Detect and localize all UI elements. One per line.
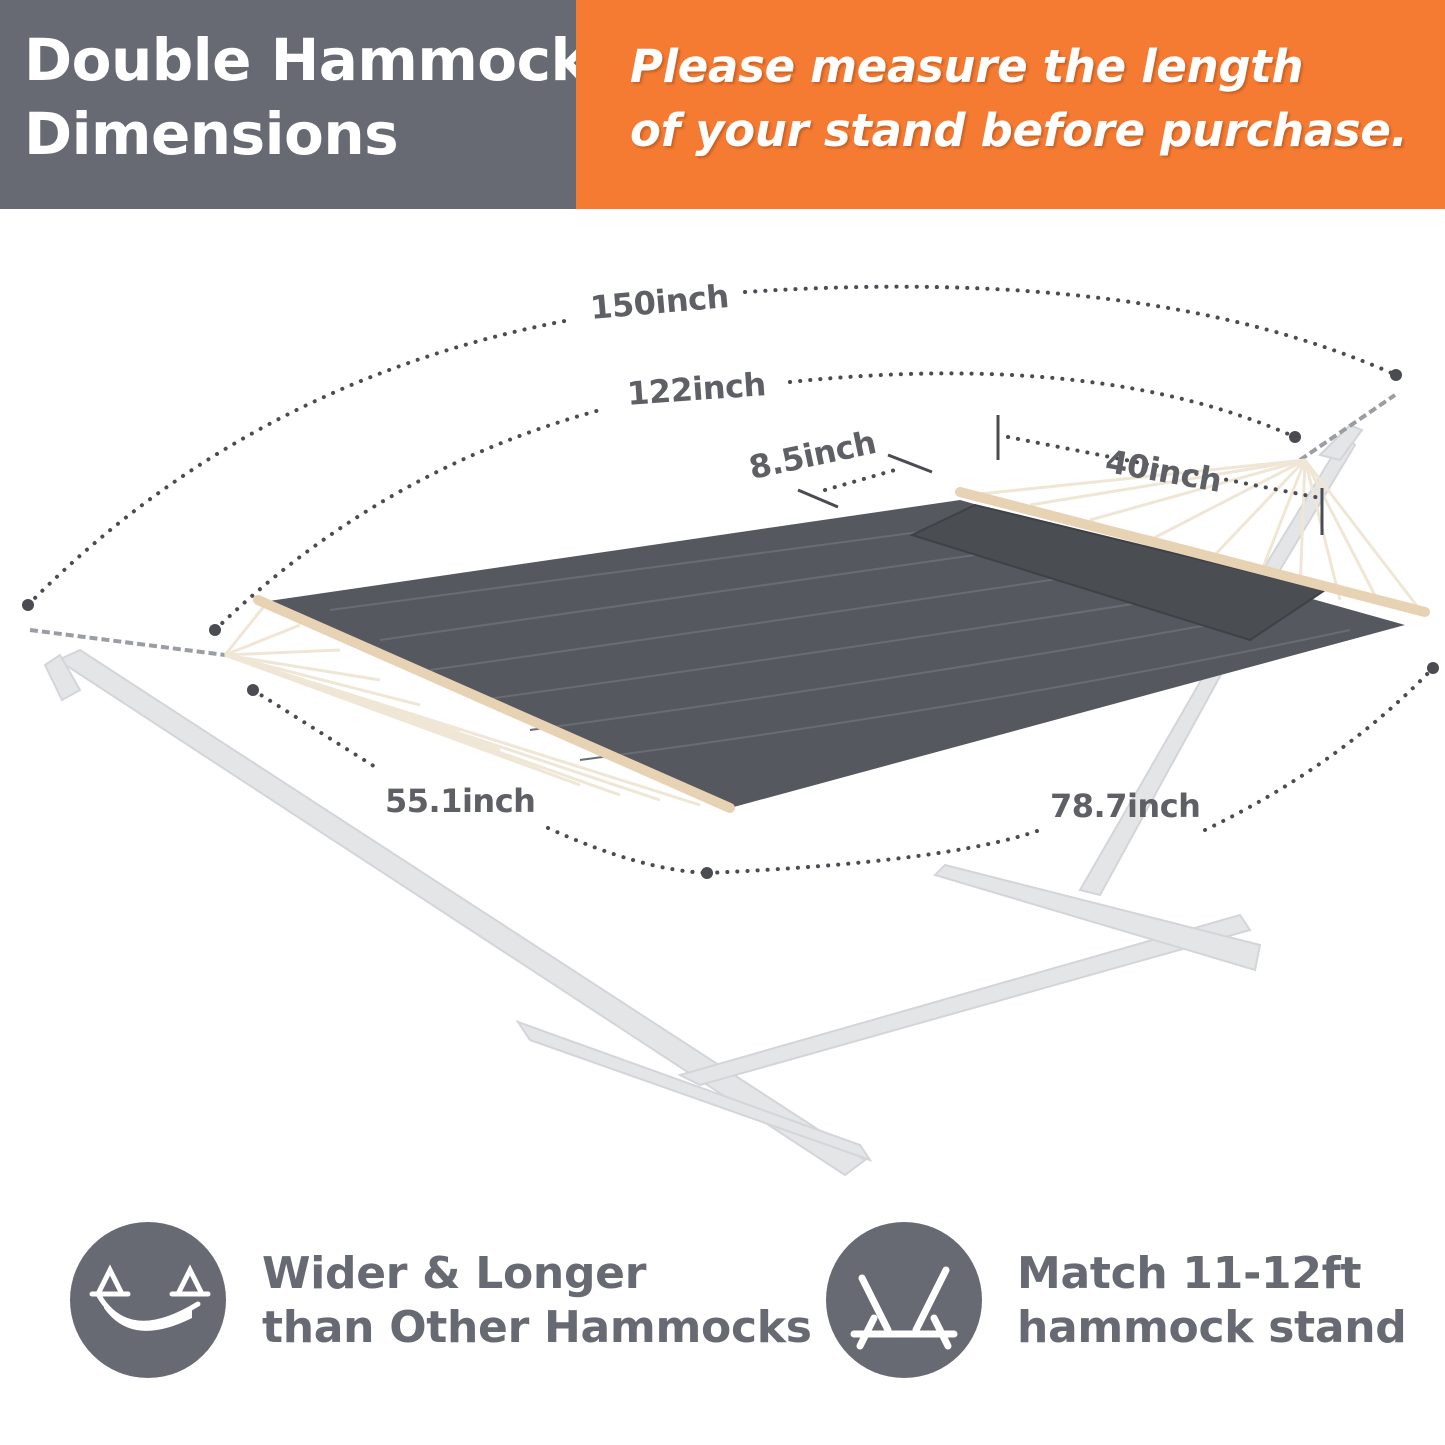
note-line1: Please measure the length <box>630 40 1304 93</box>
feature-wider-line2: than Other Hammocks <box>262 1302 812 1353</box>
dimension-lines <box>26 284 1435 875</box>
header-title-panel: Double Hammock Dimensions <box>0 0 589 209</box>
feature-badge-stand <box>826 1222 982 1378</box>
hammock-illustration <box>22 284 1439 1177</box>
feature-badge-wider <box>70 1222 226 1378</box>
page-title-line1: Double Hammock <box>24 26 589 94</box>
stand-icon <box>850 1266 958 1350</box>
dimension-ticks <box>797 415 1324 535</box>
note-line2: of your stand before purchase. <box>630 104 1408 157</box>
hammock-chains <box>29 393 1397 657</box>
dimension-label-diagonal: 78.7inch <box>1050 787 1201 825</box>
feature-wider-line1: Wider & Longer <box>262 1248 647 1299</box>
hammock-icon <box>89 1264 211 1331</box>
page-title-line2: Dimensions <box>24 100 399 168</box>
dimension-label-bed-width: 55.1inch <box>385 782 536 820</box>
dimension-endpoints <box>22 369 1439 879</box>
spreader-bar-right <box>955 487 1430 617</box>
feature-stand-line1: Match 11-12ft <box>1017 1248 1362 1299</box>
feature-stand-line2: hammock stand <box>1017 1302 1407 1353</box>
spreader-bar-left <box>253 595 735 813</box>
hammock-ropes-left <box>223 604 701 807</box>
header-note-panel: Please measure the length of your stand … <box>576 0 1445 209</box>
